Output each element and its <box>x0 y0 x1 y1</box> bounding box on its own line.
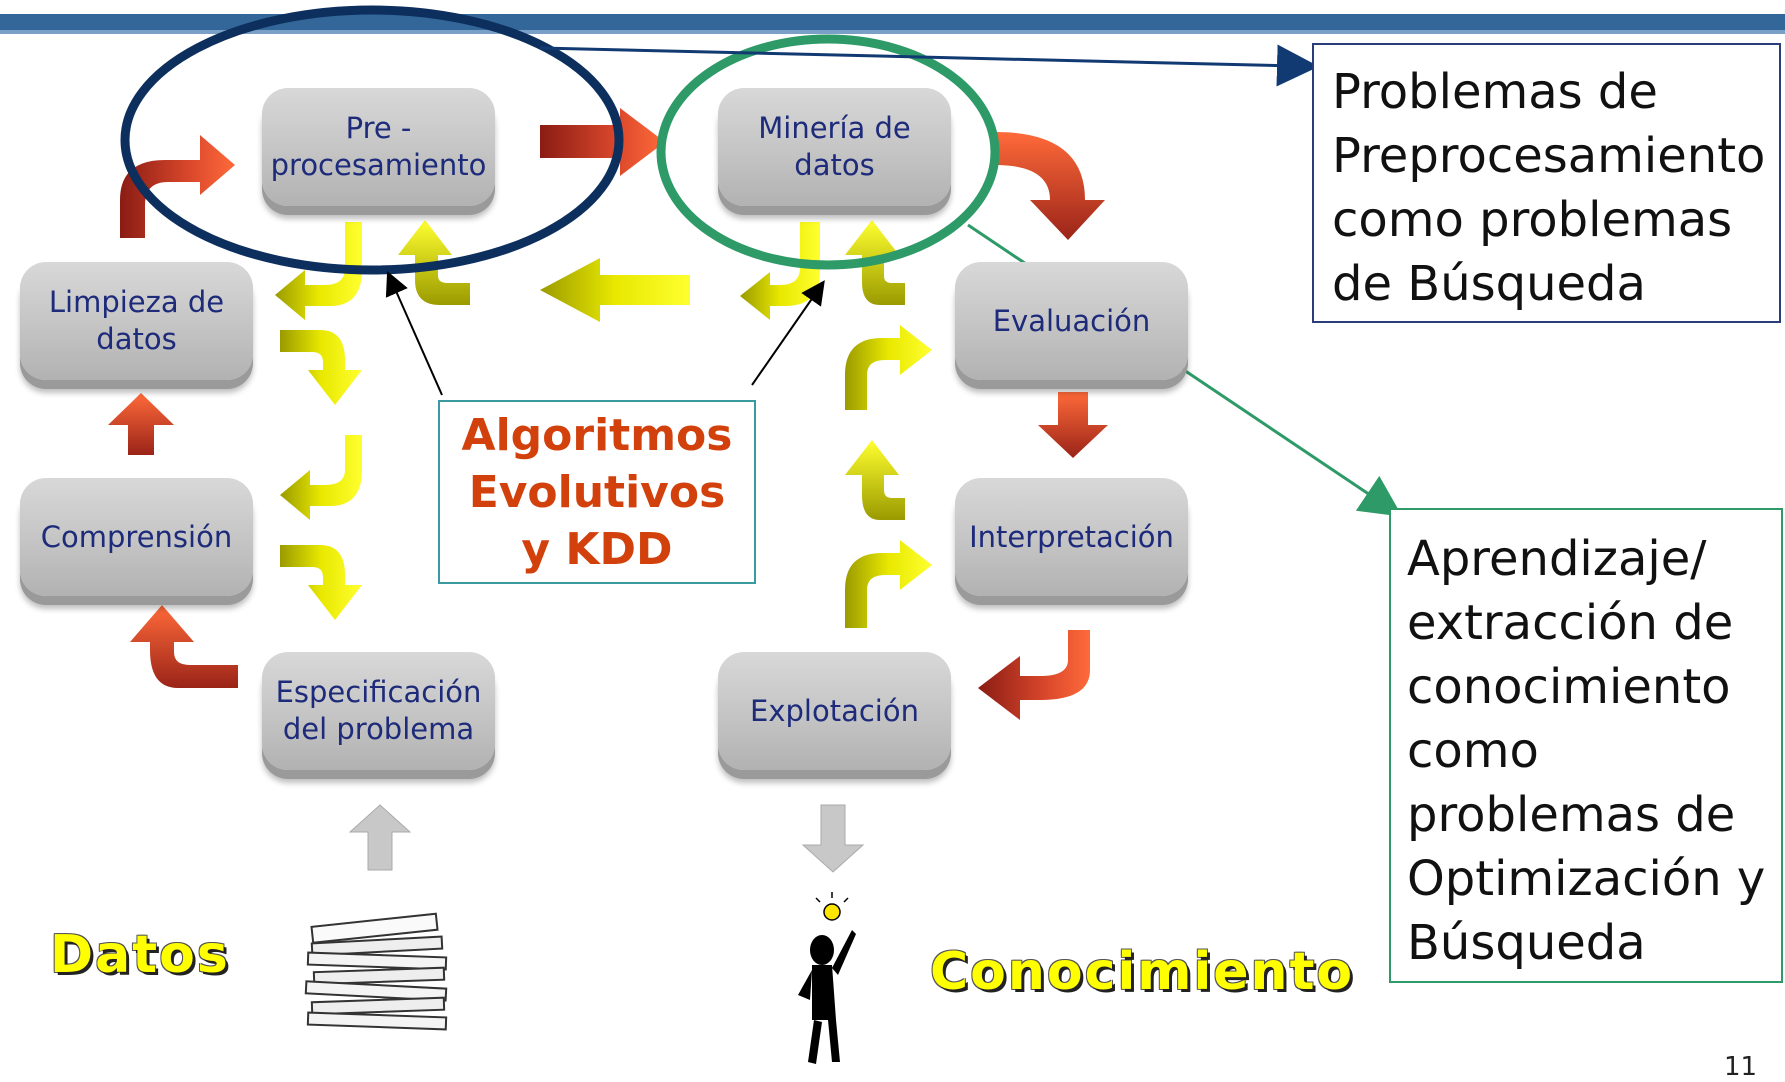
center-label-box: Algoritmos Evolutivos y KDD <box>438 400 756 584</box>
arrow-feedback-evaluacion-up <box>845 325 932 410</box>
node-preprocesamiento: Pre - procesamiento <box>262 88 495 206</box>
arrow-mineria-to-evaluacion <box>995 132 1105 240</box>
node-evaluacion: Evaluación <box>955 262 1188 380</box>
arrow-feedback-comprension-up <box>280 435 362 520</box>
node-explotacion: Explotación <box>718 652 951 770</box>
callout-learning: Aprendizaje/ extracción de conocimiento … <box>1389 508 1783 983</box>
page-number: 11 <box>1724 1052 1758 1082</box>
label-conocimiento: Conocimiento <box>930 942 1355 1002</box>
callout-learning-text: Aprendizaje/ extracción de conocimiento … <box>1407 531 1766 971</box>
arrow-feedback-interpretacion-up <box>845 440 905 520</box>
navy-highlight-ellipse <box>120 5 624 275</box>
arrow-comprension-to-limpieza <box>108 393 174 455</box>
label-datos: Datos <box>50 925 230 985</box>
center-label: Algoritmos Evolutivos y KDD <box>461 409 733 575</box>
arrow-datos-up <box>348 804 412 871</box>
thinking-person-icon <box>798 892 856 1064</box>
node-especificacion: Especificación del problema <box>262 652 495 770</box>
arrow-limpieza-to-pre <box>120 135 235 238</box>
paper-stack-icon <box>304 912 448 1031</box>
arrow-especificacion-to-comprension <box>130 605 238 688</box>
arrow-pre-to-mineria <box>540 108 665 176</box>
green-highlight-ellipse <box>656 34 1000 270</box>
arrow-feedback-comprension-down <box>280 545 362 620</box>
arrow-evaluacion-to-interpretacion <box>1038 392 1108 458</box>
arrow-feedback-explotacion-up <box>845 540 932 628</box>
arrow-feedback-long <box>540 258 690 322</box>
node-mineria-de-datos: Minería de datos <box>718 88 951 206</box>
callout-preprocessing-text: Problemas de Preprocesamiento como probl… <box>1332 64 1766 312</box>
navy-connector-line <box>539 44 1319 87</box>
arrow-conocimiento-down <box>801 804 865 873</box>
callout-preprocessing: Problemas de Preprocesamiento como probl… <box>1312 43 1781 323</box>
arrow-feedback-mineria-down <box>740 222 820 320</box>
node-limpieza-de-datos: Limpieza de datos <box>20 262 253 380</box>
pointer-to-mineria <box>751 280 825 386</box>
arrow-feedback-limpieza-down <box>280 330 362 405</box>
arrow-feedback-pre-to-limpieza <box>275 222 362 320</box>
node-interpretacion: Interpretación <box>955 478 1188 596</box>
node-comprension: Comprensión <box>20 478 253 596</box>
arrow-interpretacion-to-explotacion <box>978 630 1090 720</box>
pointer-to-pre <box>385 271 443 396</box>
